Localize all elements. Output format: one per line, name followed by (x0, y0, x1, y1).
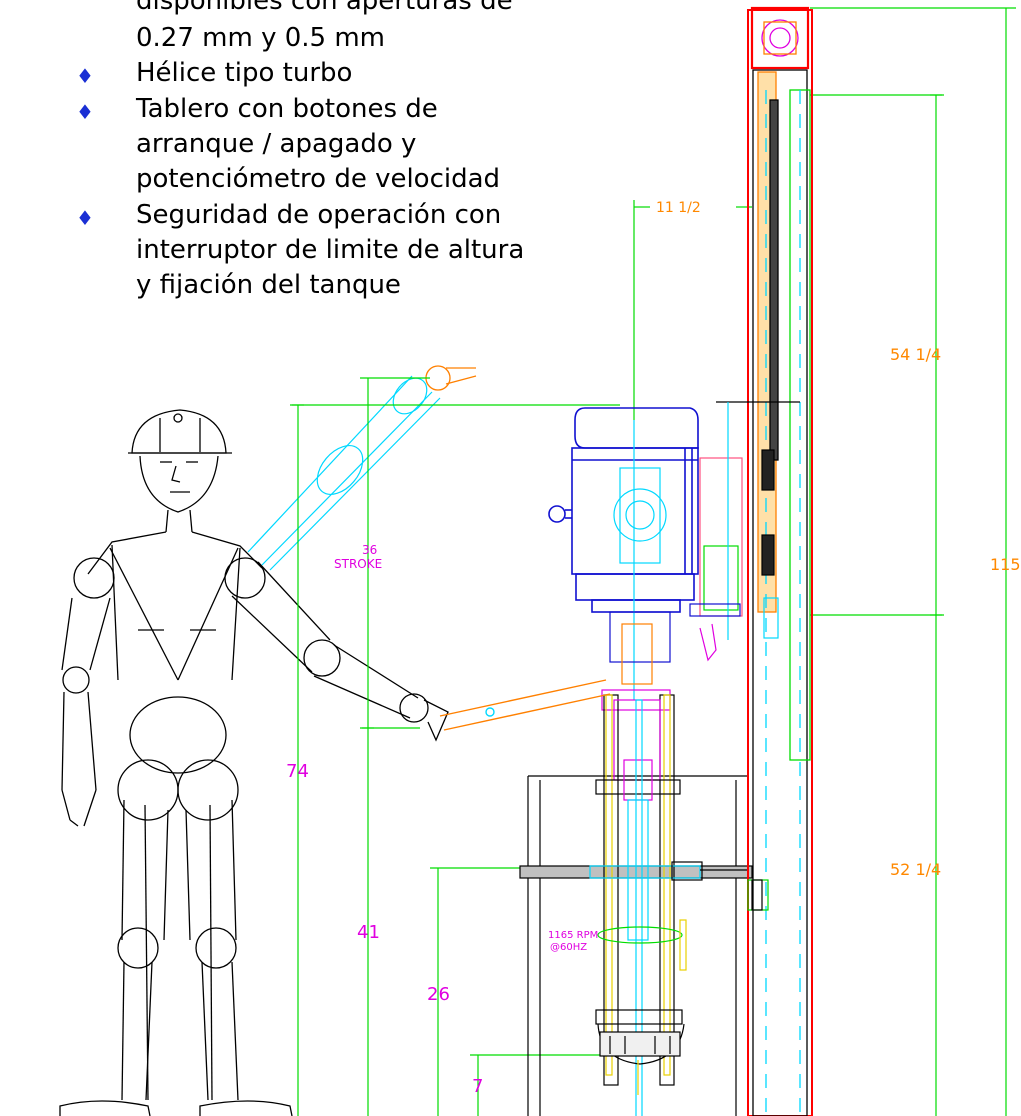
spec-line-2: 0.27 mm y 0.5 mm (136, 23, 385, 53)
spec-line-7: Seguridad de operación con (136, 200, 502, 230)
dim-52-quarter: 52 1/4 (890, 860, 941, 879)
motor (548, 407, 699, 613)
dim-74: 74 (286, 761, 309, 782)
motor-detail (613, 420, 667, 700)
stroke-value: 36 (362, 543, 377, 557)
raised-arm-ghost (247, 375, 441, 571)
dim-115: 115 (990, 555, 1021, 574)
dim-11-half: 11 1/2 (656, 200, 701, 216)
dim-7: 7 (472, 1076, 483, 1097)
bullet-diamond-icon: ♦ (76, 64, 94, 88)
turbo-propeller (595, 919, 687, 1095)
dimension-lines (290, 7, 1016, 1116)
dim-54-quarter: 54 1/4 (890, 345, 941, 364)
dim-26: 26 (427, 984, 450, 1005)
rpm-frequency: @60HZ (550, 942, 587, 953)
operator-handle (439, 679, 611, 731)
raised-handle (425, 365, 477, 391)
lift-column (747, 6, 813, 1116)
bullet-diamond-icon: ♦ (76, 100, 94, 124)
bullet-diamond-icon: ♦ (76, 206, 94, 230)
dimension-labels: 74 41 26 7 11 1/2 54 1/4 52 1/4 115 36 S… (286, 200, 1021, 1097)
shaft (589, 611, 748, 1116)
spec-line-5: arranque / apagado y (136, 129, 417, 159)
spec-list: disponibles con aperturas de 0.27 mm y 0… (0, 0, 600, 310)
dim-41: 41 (357, 922, 380, 943)
spec-line-1: disponibles con aperturas de (136, 0, 513, 16)
carriage-clamp (689, 401, 800, 911)
spec-line-3: Hélice tipo turbo (136, 58, 353, 88)
spec-line-4: Tablero con botones de (136, 94, 438, 124)
rpm-value: 1165 RPM (548, 930, 598, 941)
stroke-label: STROKE (334, 557, 382, 571)
spec-line-8: interruptor de limite de altura (136, 235, 525, 265)
spec-line-9: y fijación del tanque (136, 270, 401, 300)
human-figure (59, 409, 449, 1116)
spec-line-6: potenciómetro de velocidad (136, 164, 501, 194)
hard-hat-icon (131, 409, 227, 454)
